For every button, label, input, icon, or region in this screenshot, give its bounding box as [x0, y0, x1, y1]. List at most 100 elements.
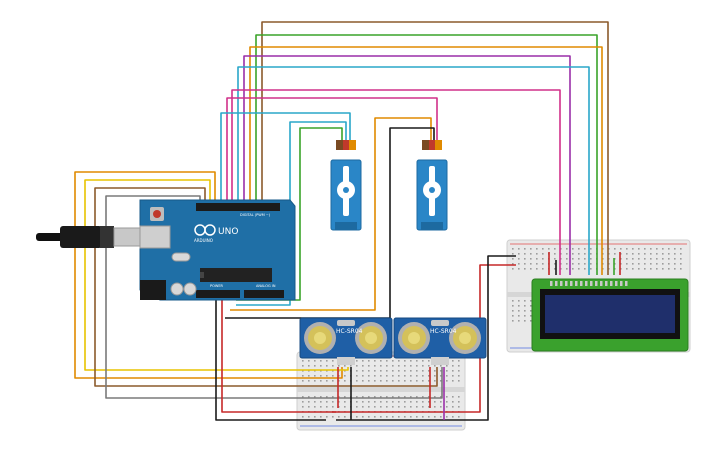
analog-header[interactable] — [244, 290, 284, 298]
arduino-uno-board[interactable]: UNO ARDUINO DIGITAL (PWM ~) POWER ANALOG… — [139, 199, 296, 301]
arduino-logo-icon — [194, 224, 216, 236]
breadboard-hole — [368, 360, 370, 362]
breadboard-hole — [452, 406, 454, 408]
breadboard-hole — [518, 320, 520, 322]
breadboard-hole — [416, 401, 418, 403]
breadboard-hole — [554, 253, 556, 255]
breadboard-hole — [650, 263, 652, 265]
breadboard-hole — [308, 406, 310, 408]
breadboard-hole — [332, 416, 334, 418]
breadboard-hole — [542, 263, 544, 265]
breadboard-hole — [452, 401, 454, 403]
breadboard-hole — [638, 253, 640, 255]
breadboard-bottom[interactable] — [296, 351, 466, 431]
wire-brown-left[interactable] — [94, 187, 438, 387]
breadboard-hole — [458, 360, 460, 362]
breadboard-hole — [362, 401, 364, 403]
breadboard-hole — [422, 401, 424, 403]
breadboard-hole — [362, 416, 364, 418]
breadboard-hole — [638, 248, 640, 250]
wire-gray-left[interactable] — [105, 195, 443, 399]
breadboard-hole — [518, 268, 520, 270]
breadboard-hole — [404, 365, 406, 367]
breadboard-hole — [380, 396, 382, 398]
breadboard-hole — [512, 315, 514, 317]
wire-orange-servo[interactable] — [230, 117, 432, 311]
breadboard-hole — [578, 258, 580, 260]
breadboard-hole — [572, 248, 574, 250]
servo-motor-1[interactable] — [330, 140, 362, 231]
breadboard-hole — [536, 248, 538, 250]
breadboard-hole — [512, 253, 514, 255]
wire-black-bb[interactable] — [336, 255, 516, 421]
wire-black-ground[interactable] — [215, 292, 326, 421]
breadboard-hole — [566, 258, 568, 260]
breadboard-hole — [632, 253, 634, 255]
wire-red-power[interactable] — [221, 292, 336, 413]
lcd-16x2[interactable] — [531, 278, 689, 352]
breadboard-hole — [386, 380, 388, 382]
breadboard-hole — [446, 401, 448, 403]
wire-yellow-left[interactable] — [84, 179, 349, 371]
breadboard-hole — [320, 380, 322, 382]
breadboard-hole — [434, 401, 436, 403]
breadboard-hole — [362, 375, 364, 377]
digital-header[interactable] — [196, 203, 280, 211]
breadboard-hole — [356, 360, 358, 362]
breadboard-hole — [656, 253, 658, 255]
ultrasonic-sensor-2[interactable]: HC-SR04 — [393, 317, 487, 365]
power-label: POWER — [210, 284, 224, 288]
wire-purple-top[interactable] — [243, 55, 571, 275]
breadboard-hole — [674, 253, 676, 255]
wire-magenta-1[interactable] — [231, 89, 561, 275]
wire-cyan-servo2[interactable] — [236, 121, 347, 306]
breadboard-hole — [368, 370, 370, 372]
breadboard-hole — [374, 370, 376, 372]
wire-cyan-top[interactable] — [237, 66, 590, 275]
breadboard-hole — [416, 396, 418, 398]
power-header[interactable] — [196, 290, 240, 298]
lcd-pin — [625, 281, 628, 286]
breadboard-hole — [404, 401, 406, 403]
wire-green-top[interactable] — [255, 34, 598, 275]
breadboard-hole — [332, 360, 334, 362]
breadboard-hole — [638, 268, 640, 270]
breadboard-hole — [530, 320, 532, 322]
breadboard-hole — [614, 253, 616, 255]
breadboard-hole — [434, 406, 436, 408]
breadboard-hole — [410, 375, 412, 377]
breadboard-hole — [668, 253, 670, 255]
breadboard-hole — [524, 248, 526, 250]
breadboard-hole — [320, 401, 322, 403]
breadboard-hole — [362, 370, 364, 372]
breadboard-hole — [326, 396, 328, 398]
breadboard-hole — [542, 258, 544, 260]
wire-magenta-2[interactable] — [226, 97, 438, 205]
breadboard-hole — [374, 365, 376, 367]
breadboard-hole — [404, 370, 406, 372]
servo-motor-2[interactable] — [416, 140, 448, 231]
lcd-pin — [575, 281, 578, 286]
ultrasonic-sensor-1[interactable]: HC-SR04 — [299, 317, 393, 365]
breadboard-hole — [374, 375, 376, 377]
breadboard-hole — [452, 375, 454, 377]
breadboard-hole — [416, 380, 418, 382]
breadboard-hole — [518, 258, 520, 260]
breadboard-hole — [380, 360, 382, 362]
breadboard-hole — [566, 263, 568, 265]
breadboard-hole — [440, 365, 442, 367]
wire-orange-top[interactable] — [249, 46, 603, 275]
wire-cyan-servo[interactable] — [220, 112, 351, 205]
breadboard-hole — [410, 360, 412, 362]
breadboard-hole — [446, 375, 448, 377]
breadboard-hole — [320, 396, 322, 398]
breadboard-hole — [614, 248, 616, 250]
breadboard-hole — [404, 360, 406, 362]
breadboard-hole — [668, 268, 670, 270]
breadboard-hole — [530, 253, 532, 255]
breadboard-hole — [344, 401, 346, 403]
breadboard-hole — [374, 401, 376, 403]
wire-orange-left[interactable] — [74, 171, 343, 379]
breadboard-hole — [386, 406, 388, 408]
breadboard-hole — [662, 248, 664, 250]
